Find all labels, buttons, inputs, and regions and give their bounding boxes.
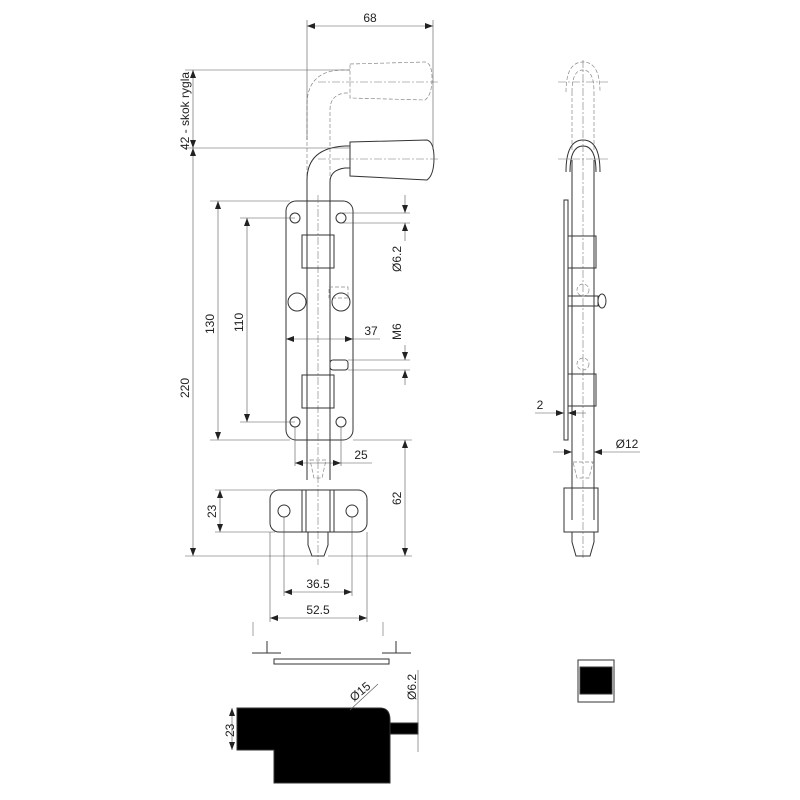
dim-plate-thickness: 2 [537, 398, 544, 412]
mounting-plate-side [563, 199, 569, 441]
dim-keeper-hole-spacing: 36.5 [306, 577, 330, 591]
dim-stroke: 42 - skok rygla [178, 72, 192, 150]
dim-overall-height: 220 [178, 378, 192, 398]
end-view [577, 659, 615, 703]
dim-bolt-extension: 62 [390, 491, 404, 505]
bottom-view: 23 Ø15 Ø6.2 [223, 622, 419, 784]
dim-section-diameter: Ø15 [347, 679, 374, 705]
dim-bolt-diameter: Ø12 [616, 437, 639, 451]
section-profile [236, 707, 391, 784]
dim-hole-diameter: Ø6.2 [390, 246, 404, 272]
side-view: 2 Ø12 [535, 60, 640, 560]
dim-handle-width: 68 [363, 11, 377, 25]
dim-keeper-width: 52.5 [306, 603, 330, 617]
lower-guide [301, 374, 335, 409]
upper-guide [301, 234, 335, 269]
plate-edge [273, 658, 390, 665]
front-view: 68 42 - skok rygla 220 130 110 Ø6.2 37 M… [178, 11, 440, 622]
keeper [269, 489, 368, 533]
dim-hole-spacing-vertical: 110 [232, 313, 246, 332]
mounting-plate [285, 200, 354, 441]
dim-keeper-height: 23 [205, 504, 219, 518]
dim-thread: M6 [390, 323, 404, 340]
dim-hole-spacing-horizontal: 25 [354, 448, 368, 462]
dim-plate-width: 37 [364, 324, 378, 338]
end-section [579, 666, 613, 695]
handle [306, 139, 440, 205]
dim-pin-diameter: Ø6.2 [405, 674, 419, 700]
dim-plate-height: 130 [203, 314, 217, 334]
lock-pin [329, 359, 349, 371]
dim-section-height: 23 [223, 723, 237, 737]
handle-raised-phantom [306, 61, 440, 200]
